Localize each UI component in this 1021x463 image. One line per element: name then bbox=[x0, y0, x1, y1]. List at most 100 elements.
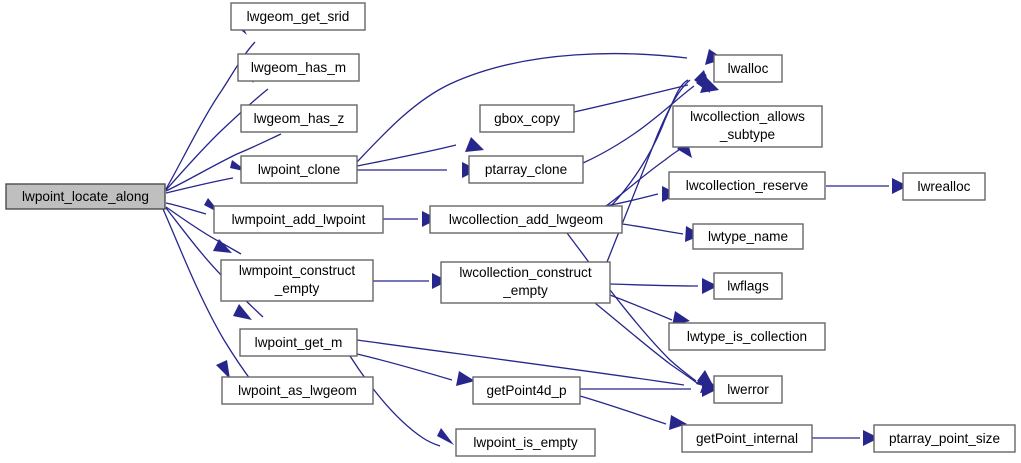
node-label: lwgeom_has_m bbox=[251, 60, 346, 75]
graph-node-lwpoint_as_lwgeom[interactable]: lwpoint_as_lwgeom bbox=[221, 376, 374, 405]
arrow-head-icon bbox=[702, 278, 718, 294]
call-edge-lwpoint_locate_along-to-lwmpoint_construct_empty bbox=[165, 206, 242, 255]
arrow-head-icon bbox=[465, 137, 484, 152]
call-edge-getPoint4d_p-to-getPoint_internal bbox=[579, 395, 687, 430]
node-label: lwerror bbox=[727, 382, 769, 397]
graph-node-lwgeom_get_srid[interactable]: lwgeom_get_srid bbox=[230, 2, 366, 31]
node-label: lwflags bbox=[727, 279, 769, 294]
node-label: lwpoint_get_m bbox=[255, 335, 343, 350]
graph-node-getPoint4d_p[interactable]: getPoint4d_p bbox=[472, 376, 581, 405]
arrow-head-icon bbox=[456, 371, 475, 386]
node-box[interactable] bbox=[5, 183, 166, 210]
arrow-head-icon bbox=[694, 70, 710, 89]
graph-node-lwcollection_allows_subtype[interactable]: lwcollection_allows_subtype bbox=[672, 105, 823, 148]
node-label: lwcollection_add_lwgeom bbox=[449, 212, 603, 227]
node-box[interactable] bbox=[240, 104, 358, 133]
arrow-head-icon bbox=[233, 304, 252, 320]
graph-node-lwcollection_reserve[interactable]: lwcollection_reserve bbox=[668, 171, 826, 200]
node-box[interactable] bbox=[681, 424, 813, 453]
node-label: lwalloc bbox=[728, 61, 769, 76]
graph-node-lwmpoint_add_lwpoint[interactable]: lwmpoint_add_lwpoint bbox=[213, 205, 384, 234]
node-label: lwcollection_construct bbox=[459, 265, 591, 280]
call-edge-lwcollection_add_lwgeom-to-lwcollection_reserve bbox=[604, 186, 678, 207]
node-box[interactable] bbox=[240, 155, 358, 184]
graph-node-lwcollection_construct_empty[interactable]: lwcollection_construct _empty bbox=[440, 261, 611, 304]
node-label: lwmpoint_add_lwpoint bbox=[232, 212, 366, 227]
node-box[interactable] bbox=[221, 376, 374, 405]
graph-node-lwmpoint_construct_empty[interactable]: lwmpoint_construct _empty bbox=[220, 259, 374, 302]
graph-node-lwrealloc[interactable]: lwrealloc bbox=[902, 172, 986, 201]
node-label: lwpoint_as_lwgeom bbox=[238, 383, 357, 398]
node-box[interactable] bbox=[668, 322, 826, 351]
node-label: _empty bbox=[274, 281, 320, 296]
node-box[interactable] bbox=[472, 376, 581, 405]
graph-node-gbox_copy[interactable]: gbox_copy bbox=[479, 104, 575, 133]
node-box[interactable] bbox=[237, 53, 360, 82]
node-label: lwmpoint_construct bbox=[239, 263, 356, 278]
node-box[interactable] bbox=[873, 424, 1016, 453]
node-label: lwgeom_get_srid bbox=[247, 9, 350, 24]
graph-node-lwtype_is_collection[interactable]: lwtype_is_collection bbox=[668, 322, 826, 351]
graph-node-lwpoint_is_empty[interactable]: lwpoint_is_empty bbox=[455, 428, 596, 457]
graph-node-getPoint_internal[interactable]: getPoint_internal bbox=[681, 424, 813, 453]
arrow-head-icon bbox=[669, 415, 687, 430]
graph-node-lwpoint_clone[interactable]: lwpoint_clone bbox=[240, 155, 358, 184]
node-layer: lwpoint_locate_along lwgeom_get_sridlwgeo… bbox=[5, 2, 1016, 457]
node-box[interactable] bbox=[468, 155, 584, 184]
arrow-head-icon bbox=[892, 178, 908, 194]
node-box[interactable] bbox=[230, 2, 366, 31]
node-label: lwcollection_reserve bbox=[686, 178, 808, 193]
graph-node-lwtype_name[interactable]: lwtype_name bbox=[692, 223, 804, 250]
node-label: getPoint4d_p bbox=[486, 383, 566, 398]
node-box[interactable] bbox=[713, 272, 783, 300]
node-box[interactable] bbox=[429, 205, 623, 234]
call-edge-lwpoint_clone-to-ptarray_clone bbox=[357, 162, 478, 178]
arrow-head-icon bbox=[672, 311, 690, 326]
node-box[interactable] bbox=[213, 205, 384, 234]
call-edge-lwcollection_construct_empty-to-lwflags bbox=[609, 278, 718, 294]
node-box[interactable] bbox=[440, 261, 611, 304]
call-edge-lwpoint_get_m-to-getPoint4d_p bbox=[356, 353, 475, 386]
node-box[interactable] bbox=[479, 104, 575, 133]
call-edge-lwpoint_locate_along-to-lwpoint_as_lwgeom bbox=[162, 208, 261, 393]
graph-node-lwflags[interactable]: lwflags bbox=[713, 272, 783, 300]
node-box[interactable] bbox=[713, 375, 783, 404]
node-label: _subtype bbox=[719, 127, 775, 142]
arrow-head-icon bbox=[216, 360, 230, 379]
call-edge-lwcollection_add_lwgeom-to-lwtype_name bbox=[621, 223, 702, 242]
node-label: _empty bbox=[502, 283, 548, 298]
node-box[interactable] bbox=[692, 223, 804, 250]
graph-node-lwpoint_locate_along[interactable]: lwpoint_locate_along bbox=[5, 183, 166, 210]
arrow-head-icon bbox=[702, 381, 718, 397]
node-box[interactable] bbox=[668, 171, 826, 200]
node-box[interactable] bbox=[239, 328, 358, 357]
graph-node-lwalloc[interactable]: lwalloc bbox=[713, 54, 783, 83]
node-box[interactable] bbox=[713, 54, 783, 83]
call-edge-lwpoint_clone-to-gbox_copy bbox=[356, 137, 484, 167]
node-box[interactable] bbox=[902, 172, 986, 201]
node-label: lwtype_is_collection bbox=[687, 329, 807, 344]
node-label: ptarray_point_size bbox=[889, 431, 1000, 446]
graph-node-lwgeom_has_z[interactable]: lwgeom_has_z bbox=[240, 104, 358, 133]
graph-node-lwcollection_add_lwgeom[interactable]: lwcollection_add_lwgeom bbox=[429, 205, 623, 234]
graph-node-ptarray_clone[interactable]: ptarray_clone bbox=[468, 155, 584, 184]
call-edge-getPoint4d_p-to-lwerror bbox=[580, 381, 718, 397]
node-box[interactable] bbox=[672, 105, 823, 148]
node-box[interactable] bbox=[220, 259, 374, 302]
arrow-head-icon bbox=[213, 239, 232, 253]
node-label: lwgeom_has_z bbox=[254, 111, 345, 126]
node-label: lwpoint_locate_along bbox=[22, 189, 149, 204]
graph-node-ptarray_point_size[interactable]: ptarray_point_size bbox=[873, 424, 1016, 453]
node-label: lwpoint_is_empty bbox=[473, 435, 577, 450]
graph-node-lwpoint_get_m[interactable]: lwpoint_get_m bbox=[239, 328, 358, 357]
node-box[interactable] bbox=[455, 428, 596, 457]
arrow-head-icon bbox=[437, 428, 454, 445]
node-label: lwrealloc bbox=[918, 179, 971, 194]
call-edge-lwcollection_add_lwgeom-to-lwerror bbox=[566, 232, 714, 387]
graph-node-lwgeom_has_m[interactable]: lwgeom_has_m bbox=[237, 53, 360, 82]
arrow-head-icon bbox=[863, 430, 879, 446]
call-edge-lwcollection_construct_empty-to-lwtype_is_collection bbox=[609, 294, 690, 326]
graph-node-lwerror[interactable]: lwerror bbox=[713, 375, 783, 404]
